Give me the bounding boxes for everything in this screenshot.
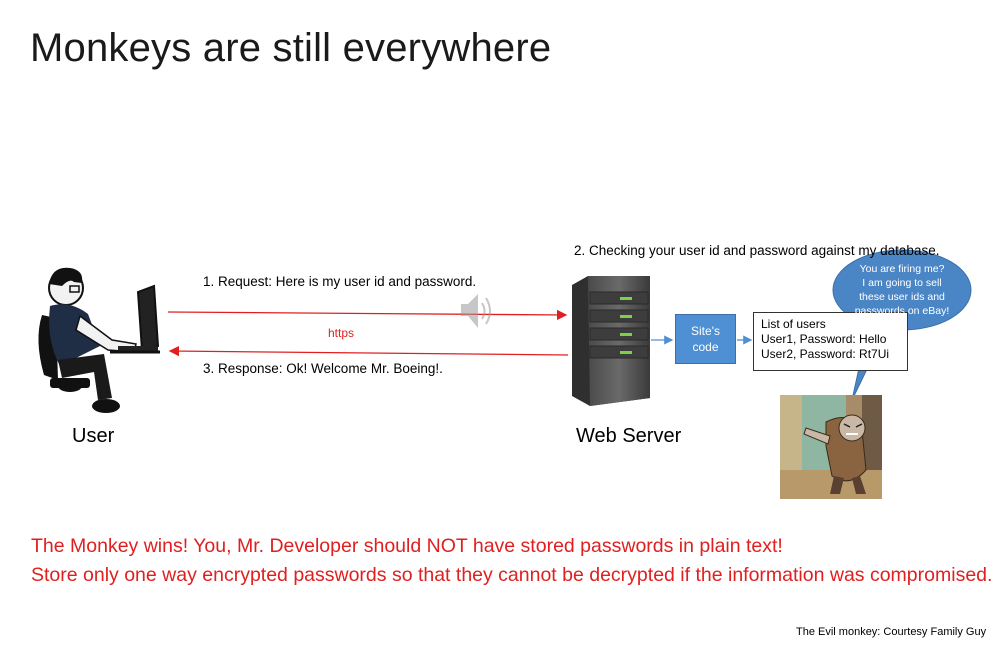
user-label: User — [72, 425, 115, 447]
conclusion-line-2: Store only one way encrypted passwords s… — [31, 564, 993, 586]
request-arrow — [167, 309, 568, 321]
bubble-line: passwords on eBay! — [854, 305, 950, 317]
speaker-icon — [461, 294, 491, 328]
web-server-label: Web Server — [576, 425, 682, 447]
user-list-box: List of users User1, Password: Hello Use… — [753, 312, 908, 371]
database-check-label: 2. Checking your user id and password ag… — [574, 243, 940, 258]
user-at-computer-icon — [38, 267, 160, 413]
code-box-line1: Site's — [691, 324, 720, 338]
evil-monkey-image — [780, 395, 882, 499]
monkey-bubble-text: You are firing me? I am going to sell th… — [840, 262, 964, 318]
user-list-row: User1, Password: Hello — [761, 332, 887, 346]
sites-code-box: Site's code — [675, 314, 736, 364]
user-list-row: User2, Password: Rt7Ui — [761, 347, 890, 361]
slide-title: Monkeys are still everywhere — [30, 26, 552, 70]
response-arrow — [168, 345, 569, 357]
web-server-icon — [572, 276, 650, 406]
user-list-heading: List of users — [761, 317, 826, 331]
code-box-line2: code — [692, 340, 719, 354]
https-label: https — [328, 326, 355, 340]
bubble-line: I am going to sell — [862, 277, 942, 289]
image-credit: The Evil monkey: Courtesy Family Guy — [796, 626, 987, 638]
bubble-line: these user ids and — [859, 291, 945, 303]
request-label: 1. Request: Here is my user id and passw… — [203, 274, 477, 289]
conclusion-line-1: The Monkey wins! You, Mr. Developer shou… — [31, 535, 783, 557]
bubble-line: You are firing me? — [859, 263, 945, 275]
response-label: 3. Response: Ok! Welcome Mr. Boeing!. — [203, 361, 443, 376]
